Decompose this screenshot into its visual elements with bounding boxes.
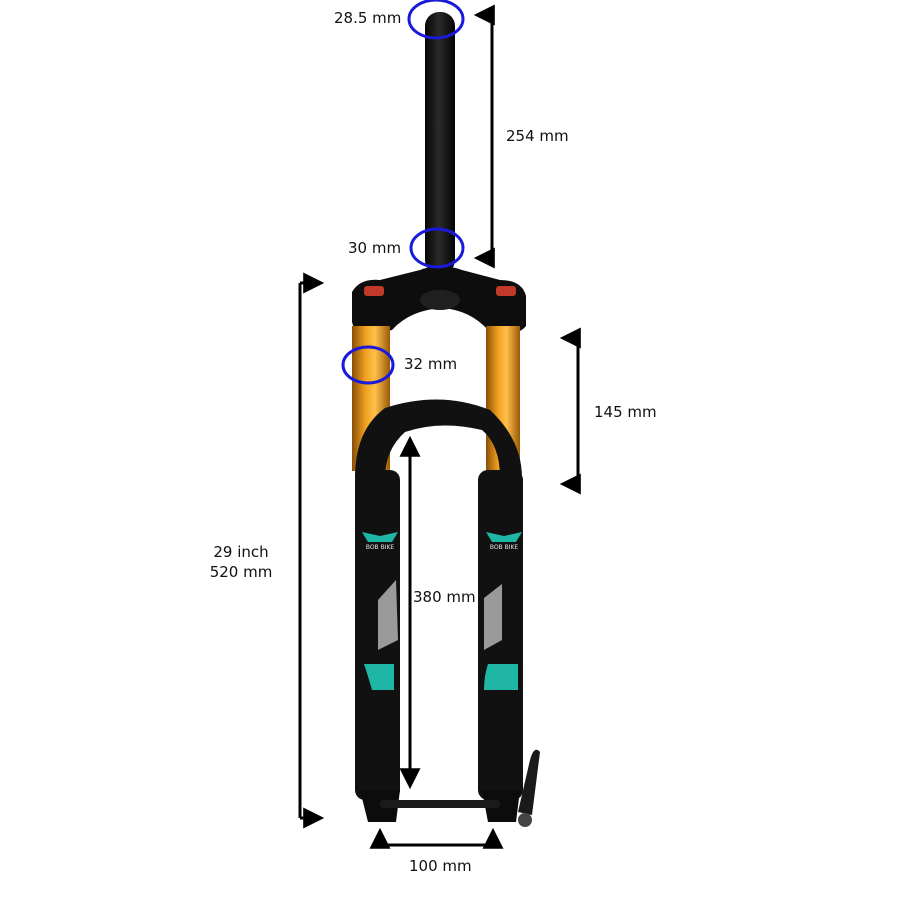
steerer-bottom-diameter-label: 30 mm [348, 239, 402, 257]
left-dropout [360, 790, 400, 822]
fork-length-label: 29 inch 520 mm [206, 542, 276, 582]
fork-length-mm-label: 520 mm [209, 563, 273, 581]
right-brand-logo [486, 532, 522, 542]
fork-length-bracket [298, 272, 325, 829]
steerer-length-bracket [473, 4, 495, 269]
right-dropout [482, 790, 520, 822]
steerer-top-diameter-label: 28.5 mm [334, 9, 402, 27]
lower-arch [355, 399, 522, 478]
through-axle [380, 800, 500, 808]
left-brand-logo [362, 532, 398, 542]
stanchion-marker [341, 345, 395, 385]
left-teal-decal [364, 664, 394, 690]
quick-release-lever [518, 749, 540, 815]
right-silver-decal [484, 584, 502, 650]
steerer-length-label: 254 mm [506, 127, 569, 145]
axle-end [518, 813, 532, 827]
steerer-bottom-marker [409, 227, 465, 269]
fork-length-inch-label: 29 inch [213, 543, 269, 561]
right-teal-decal [484, 664, 518, 690]
steerer-tube [425, 12, 455, 274]
inner-height-label: 380 mm [413, 588, 476, 606]
axle-spacing-label: 100 mm [409, 857, 472, 875]
stanchion-diameter-label: 32 mm [404, 355, 458, 373]
left-silver-decal [378, 580, 398, 650]
lockout-knob [496, 286, 516, 296]
axle-spacing-bracket [369, 827, 504, 849]
left-brand-text: BOB BIKE [366, 544, 395, 551]
left-lower-leg [355, 470, 400, 800]
rebound-knob [364, 286, 384, 296]
crown-bore [420, 290, 460, 310]
travel-bracket [559, 327, 581, 495]
right-brand-text: BOB BIKE [490, 544, 519, 551]
steerer-top-marker [407, 0, 465, 40]
travel-label: 145 mm [594, 403, 657, 421]
